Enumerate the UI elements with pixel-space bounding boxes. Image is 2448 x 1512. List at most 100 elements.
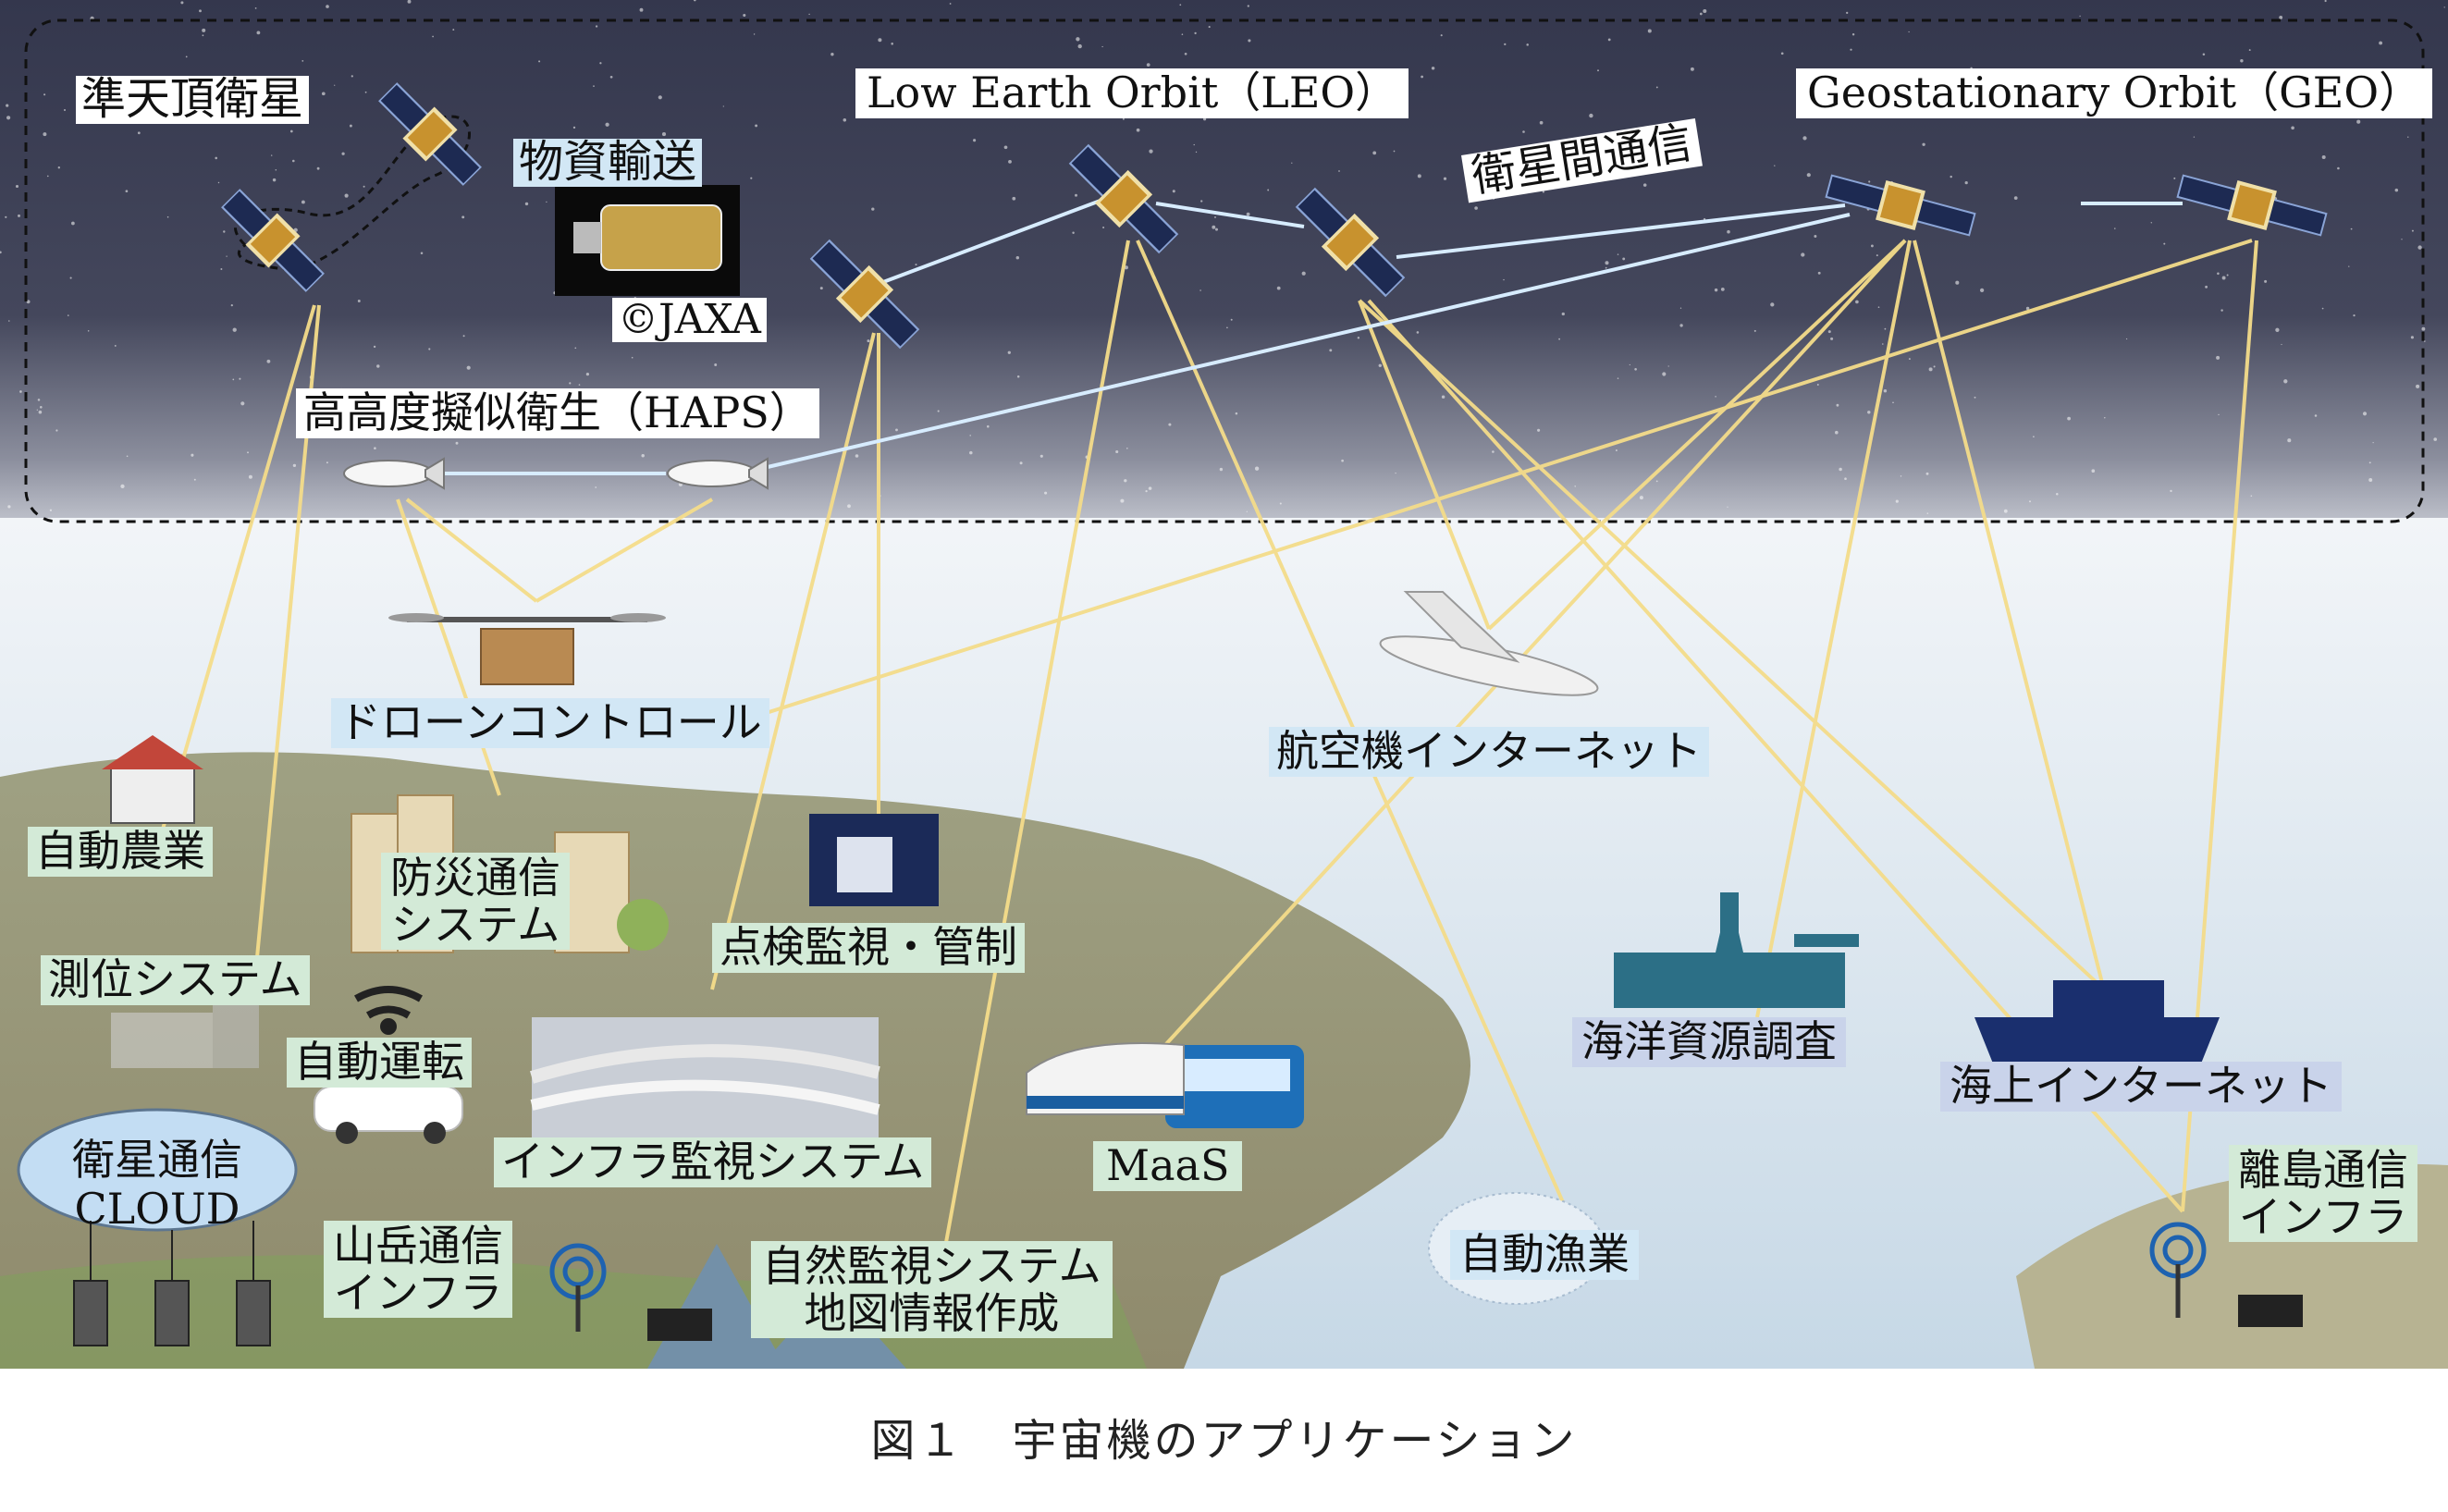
star [693, 0, 696, 2]
star [1122, 117, 1125, 120]
star [2003, 509, 2008, 513]
star [1149, 149, 1153, 154]
star [1212, 225, 1216, 229]
star [1008, 159, 1012, 164]
star [2220, 309, 2223, 312]
star [114, 344, 117, 347]
star [895, 428, 898, 432]
star [1301, 271, 1306, 276]
label-qzss: 準天頂衛星 [76, 75, 310, 124]
star [2417, 245, 2422, 250]
star [254, 7, 257, 9]
star [2401, 239, 2403, 240]
star [232, 378, 235, 381]
star [1329, 349, 1333, 352]
diagram-canvas: 準天頂衛星 物資輸送 ©JAXA Low Earth Orbit（LEO） Ge… [0, 0, 2448, 1369]
star [2372, 442, 2374, 444]
farm-house [102, 735, 203, 824]
star [1950, 175, 1952, 178]
star [428, 348, 431, 350]
star [1184, 52, 1187, 55]
star [969, 450, 973, 455]
star [0, 251, 2, 254]
star [289, 129, 293, 133]
star [2287, 438, 2292, 443]
star [191, 453, 194, 457]
server-lines [90, 1221, 254, 1281]
star [266, 359, 271, 363]
star [38, 410, 43, 414]
star [2056, 492, 2059, 496]
star [1892, 401, 1894, 404]
star [1181, 33, 1184, 35]
star [1964, 180, 1968, 185]
orbit-boundary [24, 18, 2425, 523]
star [1072, 231, 1075, 234]
star [301, 60, 304, 62]
star [1883, 388, 1888, 393]
star [2250, 495, 2253, 498]
star [2368, 478, 2373, 482]
star [1835, 430, 1839, 435]
star [1877, 306, 1880, 309]
star [202, 34, 204, 37]
star [1851, 33, 1855, 36]
star [1690, 67, 1694, 71]
star [1431, 67, 1435, 70]
star [1895, 499, 1899, 503]
star [2283, 379, 2288, 384]
star [67, 314, 69, 316]
star [40, 406, 43, 409]
star [462, 335, 465, 338]
star [1926, 512, 1929, 514]
star [1617, 253, 1619, 255]
star [574, 347, 577, 350]
star [1830, 337, 1834, 340]
ship [1974, 980, 2220, 1063]
star [2407, 136, 2409, 138]
star [1589, 113, 1593, 118]
maas-vehicles [1026, 1042, 1304, 1128]
star [1230, 318, 1233, 321]
star [722, 105, 724, 107]
star [1561, 312, 1565, 316]
star [1145, 489, 1148, 493]
star [1417, 174, 1421, 178]
figure-caption: 図１ 宇宙機のアプリケーション [870, 1415, 1578, 1467]
label-inspection: 点検監視・管制 [712, 923, 1025, 973]
label-cloud: 衛星通信 CLOUD [46, 1136, 268, 1234]
star [2202, 53, 2206, 55]
label-maas: MaaS [1093, 1141, 1243, 1191]
star [1667, 365, 1669, 367]
star [2410, 336, 2414, 339]
star [19, 390, 22, 393]
star [1416, 331, 1420, 334]
star [1248, 39, 1251, 43]
star [1214, 215, 1216, 218]
label-mountain-line1: 山岳通信 [333, 1221, 503, 1271]
star [891, 43, 893, 45]
star [1814, 235, 1817, 238]
star [1955, 280, 1960, 285]
star [452, 29, 455, 31]
star [2216, 355, 2220, 360]
star [223, 230, 226, 233]
star [1655, 86, 1658, 89]
star [1279, 502, 1282, 505]
star [1012, 196, 1016, 201]
star [374, 447, 376, 449]
star [1247, 5, 1249, 7]
star [357, 300, 361, 302]
star [349, 124, 352, 128]
star [1870, 244, 1874, 248]
truck [111, 1003, 259, 1068]
star [1276, 286, 1281, 290]
star [830, 53, 834, 56]
star [753, 33, 756, 35]
star [1639, 496, 1643, 500]
star [1338, 170, 1340, 172]
star [2221, 276, 2226, 280]
star [1836, 403, 1839, 407]
star [2248, 49, 2251, 52]
star [1974, 396, 1976, 399]
